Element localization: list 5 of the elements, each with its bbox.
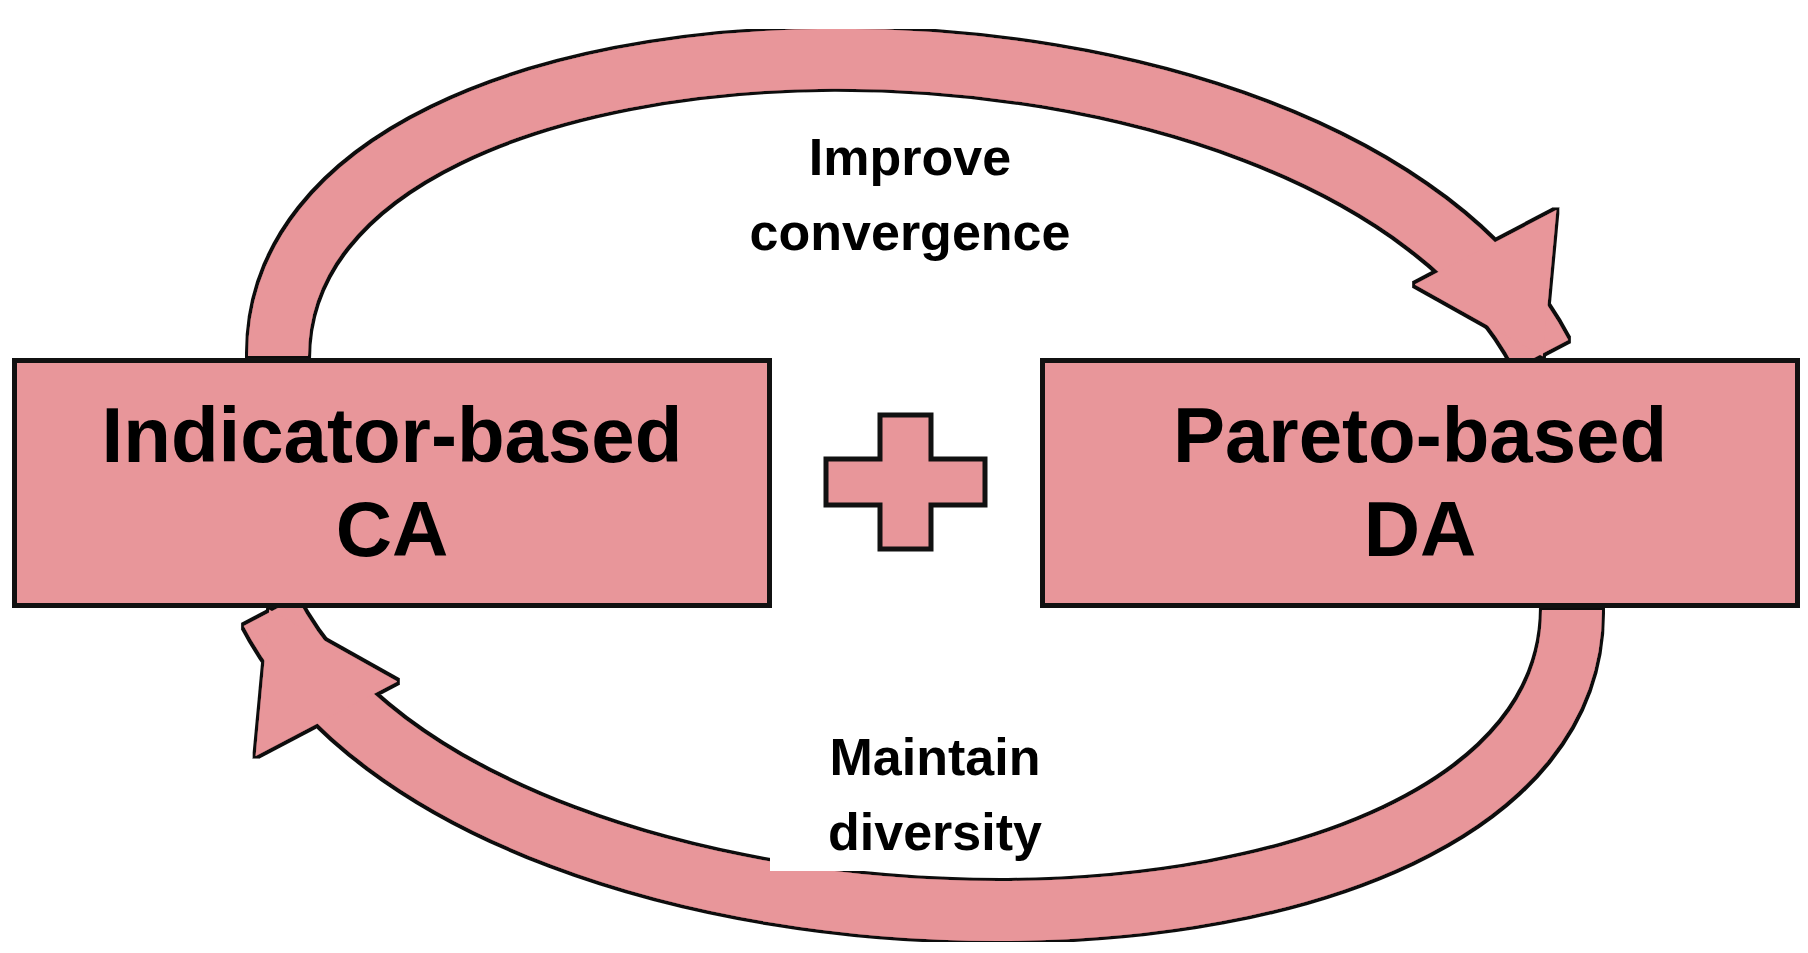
box-label: Indicator-based CA [100, 390, 684, 575]
process-box [1040, 358, 1800, 608]
process-box [12, 358, 772, 608]
box-label: Pareto-based DA [1171, 390, 1669, 575]
plus-sign [823, 412, 988, 552]
